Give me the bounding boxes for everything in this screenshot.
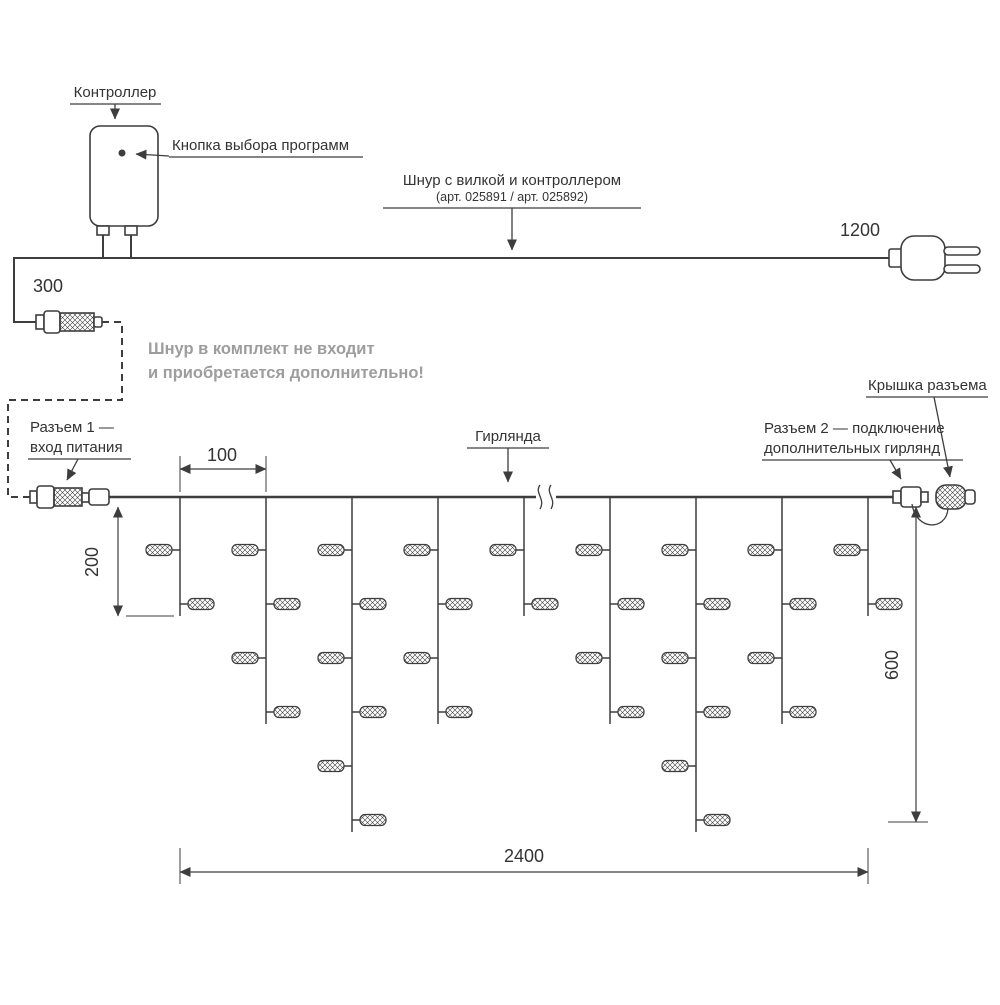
controller-box	[89, 125, 159, 227]
lamp	[789, 705, 817, 719]
note-line1: Шнур в комплект не входит	[148, 340, 375, 358]
lamp	[231, 651, 259, 665]
lamp	[703, 705, 731, 719]
lamp	[273, 705, 301, 719]
connector2-label-line1: Разъем 2 — подключение	[764, 420, 945, 437]
note-line2: и приобретается дополнительно!	[148, 364, 424, 382]
dim200-value: 200	[82, 547, 102, 577]
controller-terminal-right	[124, 225, 138, 236]
dim2400-value: 2400	[504, 846, 544, 866]
controller-label: Контроллер	[74, 84, 157, 101]
cord-wire	[13, 257, 891, 323]
lamp	[359, 597, 387, 611]
lamp	[445, 597, 473, 611]
plug-body	[900, 235, 946, 281]
lamp	[789, 597, 817, 611]
lamp	[575, 651, 603, 665]
lamp	[703, 813, 731, 827]
plug-pin-top	[943, 246, 981, 256]
garland-label: Гирлянда	[475, 428, 541, 445]
connector1-body	[36, 485, 55, 509]
lamp	[187, 597, 215, 611]
connector2-neck	[920, 491, 929, 503]
lamp	[273, 597, 301, 611]
lamp	[489, 543, 517, 557]
cap-body	[935, 484, 967, 510]
dim600-value: 600	[882, 650, 902, 680]
cap-label: Крышка разъема	[868, 377, 987, 394]
cord-title: Шнур с вилкой и контроллером	[403, 172, 621, 189]
lamp	[617, 597, 645, 611]
lead-connector-body	[43, 310, 61, 334]
plug-pin-bottom	[943, 264, 981, 274]
program-button-label: Кнопка выбора программ	[172, 137, 349, 154]
connector2-pointer-arrow	[889, 459, 902, 480]
lead-connector-tip	[93, 316, 103, 328]
connector1-label-line2: вход питания	[30, 439, 123, 456]
lamp	[317, 651, 345, 665]
lamp	[403, 543, 431, 557]
connector1-neck	[81, 492, 90, 503]
lamp	[359, 813, 387, 827]
cord-articles: (арт. 025891 / арт. 025892)	[436, 190, 588, 204]
cord-length-value: 1200	[840, 220, 880, 240]
lamp	[575, 543, 603, 557]
lamp	[317, 543, 345, 557]
connector2-stub	[892, 490, 902, 504]
connector2-body	[900, 486, 922, 508]
lamp	[359, 705, 387, 719]
lamp	[531, 597, 559, 611]
lamp	[661, 759, 689, 773]
lead-connector-stub	[35, 314, 45, 330]
break-mark	[548, 484, 554, 510]
lamp	[875, 597, 903, 611]
lamp	[317, 759, 345, 773]
connector1-socket	[88, 488, 110, 506]
lamp	[403, 651, 431, 665]
cap-tip	[964, 489, 976, 505]
lamp	[747, 651, 775, 665]
dim100-value: 100	[207, 445, 237, 465]
connector1-stub	[29, 490, 38, 504]
controller-terminal-left	[96, 225, 110, 236]
lamp	[231, 543, 259, 557]
program-button-dot	[118, 149, 126, 157]
lead-connector-grip	[59, 312, 95, 332]
lamp	[617, 705, 645, 719]
lamp	[445, 705, 473, 719]
connector1-pointer-arrow	[66, 458, 79, 481]
lamp	[661, 651, 689, 665]
program-button-pointer-arrow	[135, 149, 170, 160]
lamp	[145, 543, 173, 557]
connector2-label-line2: дополнительных гирлянд	[764, 440, 940, 457]
plug-stub	[888, 248, 903, 268]
connector1-label-line1: Разъем 1 —	[30, 419, 114, 436]
garland-drops	[145, 497, 903, 832]
optional-cord-dashed	[7, 321, 123, 498]
break-mark	[537, 484, 543, 510]
cap-pointer-arrow	[933, 396, 953, 478]
lamp	[833, 543, 861, 557]
lamp	[661, 543, 689, 557]
connector1-grip	[53, 487, 83, 507]
lamp	[747, 543, 775, 557]
lamp	[703, 597, 731, 611]
lead-length-value: 300	[33, 276, 63, 296]
